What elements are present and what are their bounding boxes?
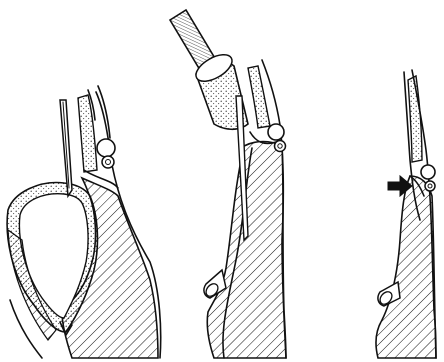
top-wall-right [98,86,110,138]
hatched-wall-right [376,176,436,358]
vessel-circle-large [97,139,115,157]
submucosa-stipple-mid [248,66,270,128]
submucosa-stipple-upper [78,95,97,172]
panel-middle [170,10,286,358]
hatched-wall-mid [207,142,286,359]
vessel-circle-inner [106,160,111,165]
vessel-circle-large-mid [268,124,284,140]
panel-left [7,86,161,358]
vessel-circle-large-right [421,165,435,179]
panel-right [376,70,436,358]
